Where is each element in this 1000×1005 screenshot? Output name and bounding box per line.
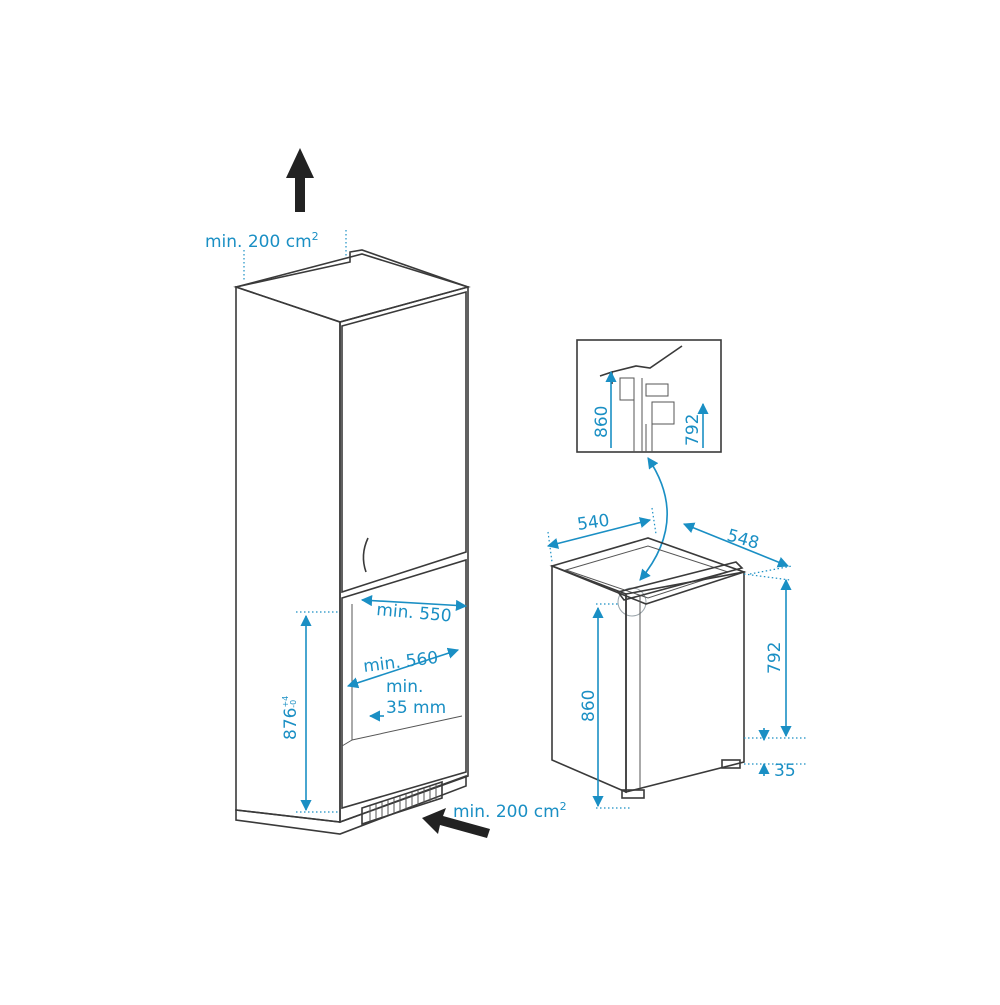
cabinet-front bbox=[339, 285, 469, 824]
refrigerator bbox=[549, 537, 747, 799]
detail-height-left: 860 bbox=[592, 406, 612, 438]
detail-connector bbox=[639, 457, 668, 581]
niche-height-label: 876+4-0 bbox=[281, 696, 301, 740]
arrow-diagonal-icon bbox=[422, 808, 490, 838]
arrow-up-icon bbox=[286, 148, 314, 212]
body-height-label: 792 bbox=[765, 642, 785, 674]
cabinet-top bbox=[233, 253, 471, 323]
svg-text:860: 860 bbox=[592, 406, 612, 438]
svg-text:860: 860 bbox=[579, 690, 599, 722]
gap-label-line1: min. bbox=[386, 677, 423, 697]
top-vent-label: min. 200 cm2 bbox=[205, 230, 319, 252]
cabinet-dimension-lines bbox=[243, 230, 468, 813]
svg-text:792: 792 bbox=[765, 642, 785, 674]
total-height-label: 860 bbox=[579, 690, 599, 722]
cabinet-top-recess bbox=[235, 249, 469, 288]
plinth bbox=[235, 774, 467, 835]
appliance-dimension-lines bbox=[546, 507, 806, 809]
niche-inner-edge bbox=[341, 739, 353, 747]
svg-text:876+4-0: 876+4-0 bbox=[281, 696, 301, 740]
width-label: 540 bbox=[576, 511, 611, 535]
detail-inset: 860 792 bbox=[576, 339, 722, 453]
gap-label-line2: 35 mm bbox=[386, 698, 446, 718]
detail-height-right: 792 bbox=[683, 414, 703, 446]
cabinet-labels: min. 200 cm2 min. 550 min. 560 min. 35 m… bbox=[205, 230, 567, 822]
svg-text:792: 792 bbox=[683, 414, 703, 446]
bottom-vent-label: min. 200 cm2 bbox=[453, 800, 567, 822]
upper-door bbox=[341, 290, 467, 594]
door-handle bbox=[362, 537, 369, 573]
vent-grille bbox=[361, 780, 443, 826]
plinth-label: 35 bbox=[774, 761, 796, 781]
kitchen-cabinet bbox=[233, 249, 471, 835]
cabinet-side bbox=[235, 285, 341, 823]
depth-label: 548 bbox=[725, 526, 762, 554]
appliance-niche bbox=[341, 558, 467, 810]
niche-width-label: min. 560 bbox=[362, 648, 439, 677]
